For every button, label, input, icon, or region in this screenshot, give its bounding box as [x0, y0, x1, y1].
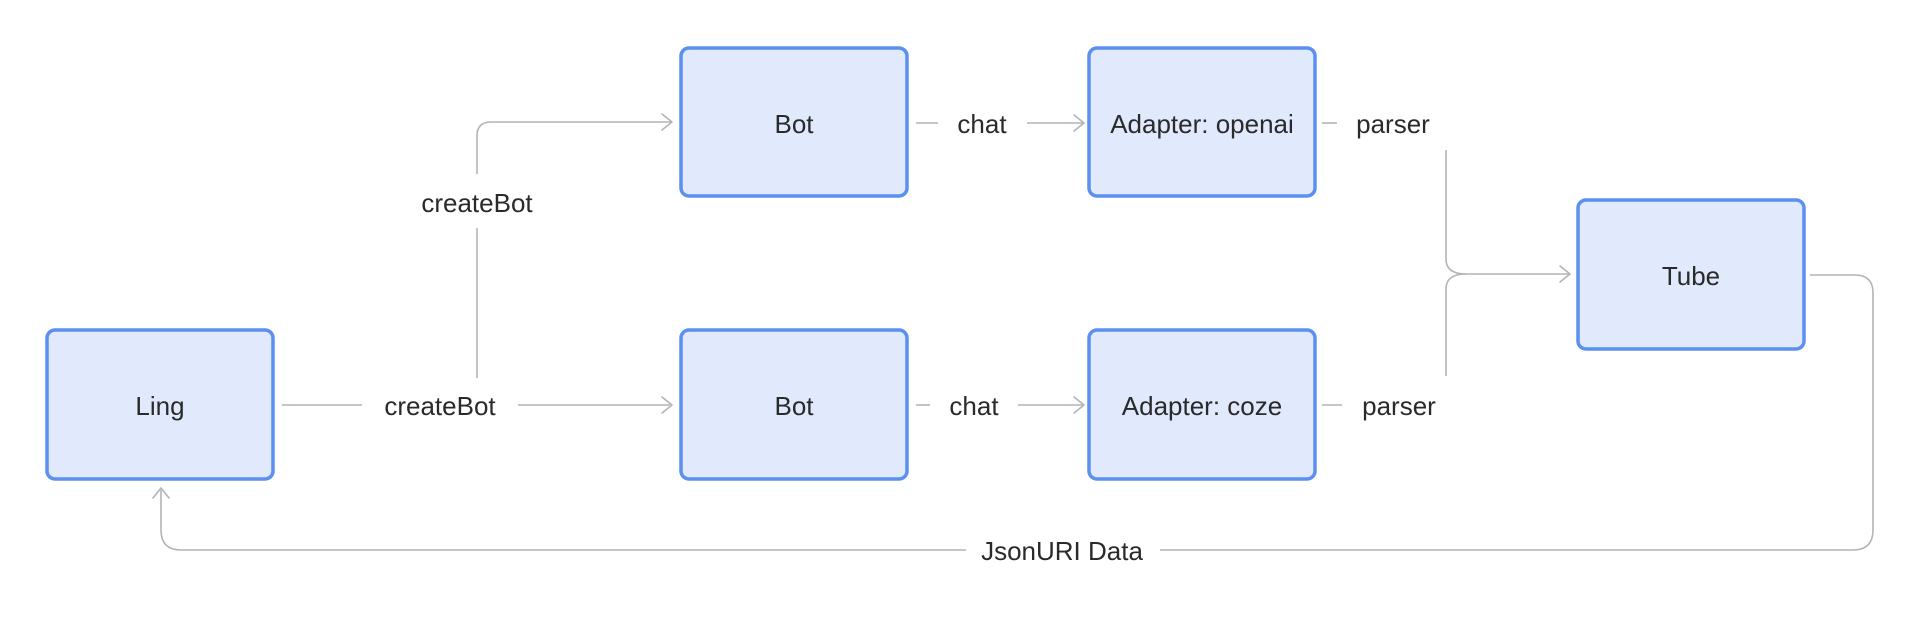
node-label-ling: Ling: [135, 391, 184, 421]
node-adapter-coze: Adapter: coze: [1087, 328, 1317, 481]
edge-ling-to-bot-top: createBot: [421, 113, 673, 378]
node-label-tube: Tube: [1662, 261, 1720, 291]
node-adapter-openai: Adapter: openai: [1087, 46, 1317, 198]
edge-label-createbot-top: createBot: [421, 188, 533, 218]
edge-label-parser-bottom: parser: [1362, 391, 1436, 421]
edge-label-jsonuri-data: JsonURI Data: [981, 536, 1143, 566]
node-label-adapter-openai: Adapter: openai: [1110, 109, 1294, 139]
node-ling: Ling: [45, 328, 275, 481]
node-bot-top: Bot: [679, 46, 909, 198]
edge-label-createbot-bottom: createBot: [384, 391, 496, 421]
node-label-bot-top: Bot: [774, 109, 814, 139]
edge-label-chat-bottom: chat: [949, 391, 999, 421]
edge-adapter-coze-to-tube: parser: [1322, 273, 1467, 421]
edge-bot-top-to-adapter-openai: chat: [916, 109, 1085, 139]
node-tube: Tube: [1576, 198, 1806, 351]
edge-tube-to-ling: JsonURI Data: [152, 274, 1874, 566]
edge-label-chat-top: chat: [957, 109, 1007, 139]
edge-label-parser-top: parser: [1356, 109, 1430, 139]
node-label-bot-bottom: Bot: [774, 391, 814, 421]
edge-adapter-openai-to-tube: parser: [1322, 109, 1571, 283]
edge-ling-to-bot-bottom: createBot: [282, 391, 673, 421]
node-bot-bottom: Bot: [679, 328, 909, 481]
node-label-adapter-coze: Adapter: coze: [1122, 391, 1282, 421]
edge-bot-bottom-to-adapter-coze: chat: [916, 391, 1085, 421]
